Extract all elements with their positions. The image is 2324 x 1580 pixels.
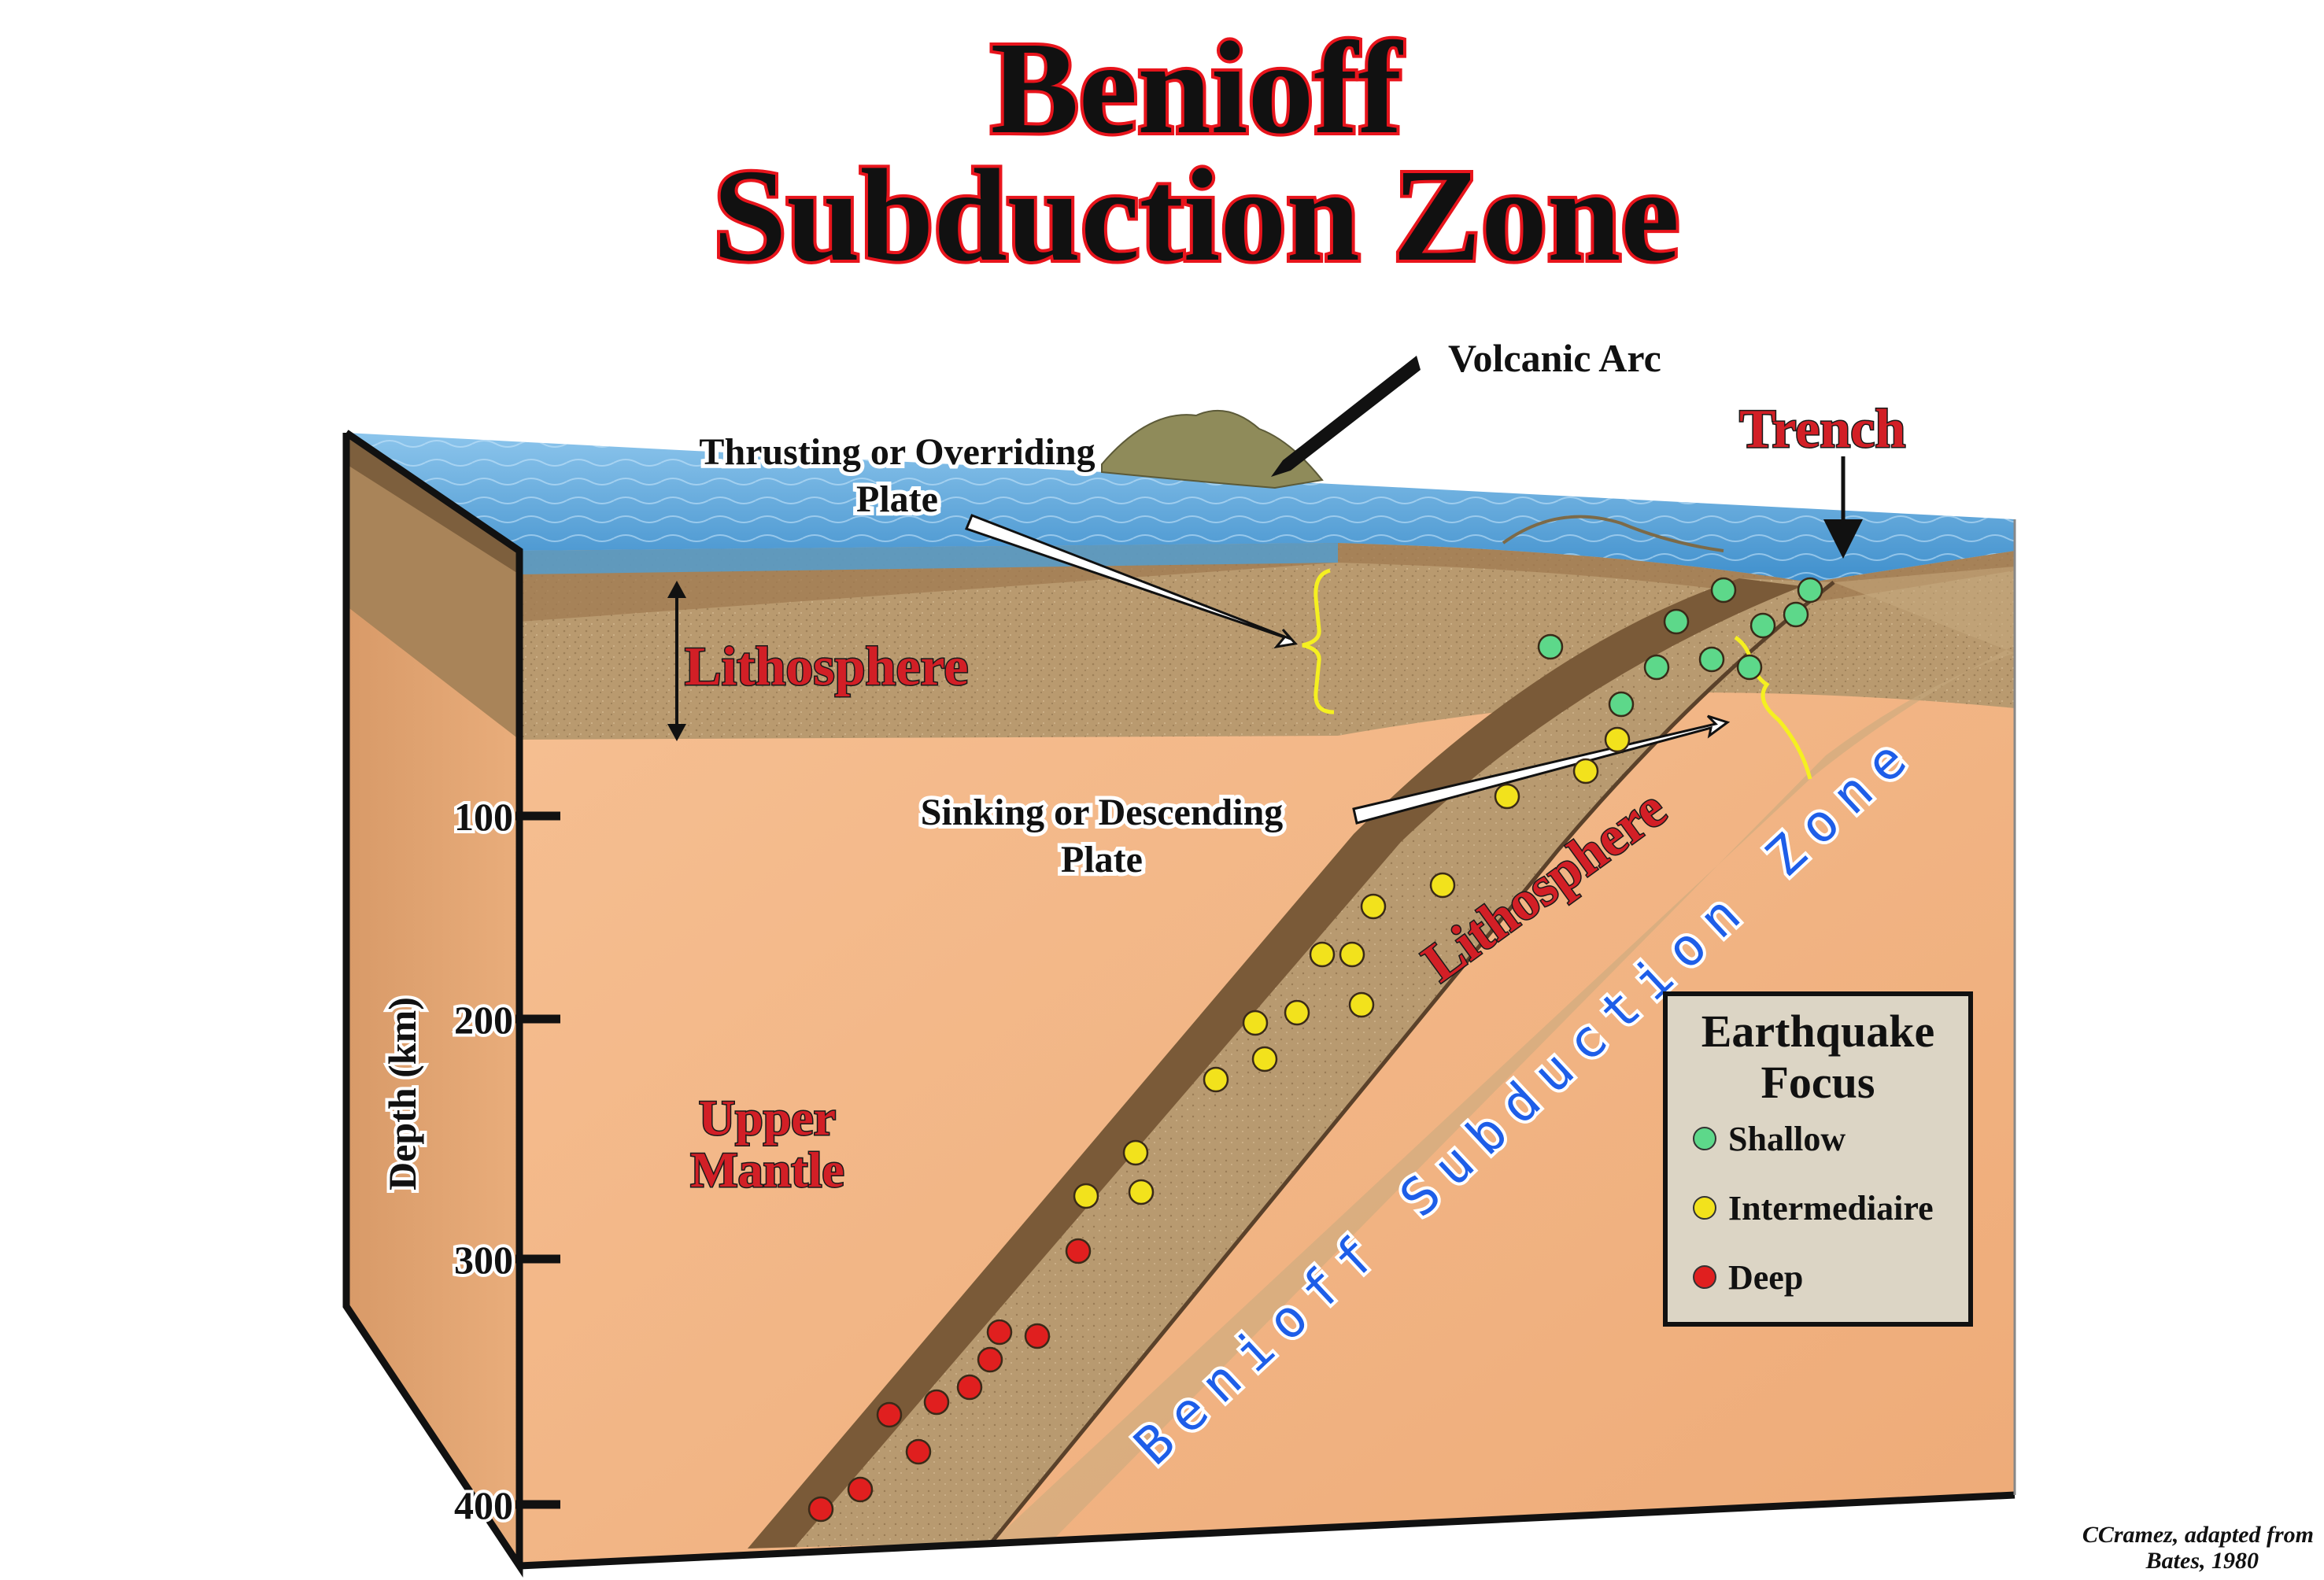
shallow-focus [1663,608,1690,635]
side-crust [346,433,519,574]
intermediate-focus [1128,1179,1155,1205]
intermediate-focus [1203,1066,1229,1093]
shallow-focus [1537,633,1564,660]
title-line2: Subduction Zone [713,142,1679,289]
ocean-waves [346,433,2015,582]
legend-title-line2: Focus [1761,1057,1875,1108]
overriding-plate-arrow [965,514,1298,649]
depth-axis: Depth (km) 100 200 300 400 [377,792,560,1530]
block-side-face [346,433,519,1566]
shallow-focus [1783,601,1809,628]
legend-dot [1693,1196,1716,1220]
intermediate-focus [1339,941,1365,968]
legend-box [1663,991,1973,1327]
deep-focus [876,1401,903,1428]
shallow-focus [1797,577,1823,604]
shallow-focus [1643,654,1670,681]
shallow-focus [1749,612,1776,639]
ocean-front [519,543,1338,574]
intermediate-focus [1251,1046,1278,1072]
deep-focus [847,1476,874,1503]
deep-focus [1024,1323,1051,1349]
earthquake-foci [807,577,1823,1523]
block-outline-bottom [519,1491,2015,1570]
trench-label: Trench [1739,399,1905,460]
intermediate-focus [1604,726,1631,753]
depth-tick-label: 300 [454,1238,513,1282]
overriding-plate-bracket [1302,568,1335,714]
intermediate-focus [1073,1183,1099,1209]
deep-focus [956,1374,983,1401]
lithosphere-thickness-arrow [667,581,686,741]
shallow-focus [1736,654,1763,681]
legend-item-label: Shallow [1728,1120,1846,1158]
forearc-ridge [1502,515,1724,552]
credit-line2: Bates, 1980 [2145,1548,2259,1574]
deep-focus [807,1496,834,1523]
deep-focus [905,1438,932,1465]
side-lithosphere [346,433,519,740]
credit-line1: CCramez, adapted from [2082,1522,2314,1548]
sinking-plate-arrow [1352,714,1731,825]
volcanic-arc-arrow [1271,356,1421,477]
depth-tick-label: 100 [454,795,513,839]
intermediate-focus [1429,872,1456,899]
shallow-focus [1608,691,1635,718]
intermediate-focus [1309,941,1336,968]
intermediate-focus [1348,991,1375,1018]
descending-lithosphere [748,578,1834,1549]
legend-dot [1693,1265,1716,1289]
intermediate-focus [1242,1010,1269,1036]
slab-crust [748,578,1802,1549]
intermediate-focus [1572,758,1599,784]
legend-item-label: Deep [1728,1258,1803,1297]
intermediate-focus [1494,783,1520,810]
lithosphere-upper-label: Lithosphere [685,637,968,697]
overriding-plate-label-line1: Thrusting or Overriding [699,431,1095,473]
depth-tick-label: 400 [454,1483,513,1527]
legend: Earthquake Focus ShallowIntermediaireDee… [1663,991,1973,1327]
shallow-focus [1698,646,1725,673]
depth-tick-label: 200 [454,998,513,1042]
deep-focus [977,1346,1003,1373]
deep-focus [1065,1238,1092,1264]
overriding-plate-label-line2: Plate [856,478,938,520]
shallow-focus [1710,577,1737,604]
intermediate-focus [1360,893,1387,920]
sinking-plate-label-line2: Plate [1061,839,1143,880]
volcano-icon [1101,409,1324,489]
upper-mantle-label-line1: Upper [699,1090,836,1146]
intermediate-focus [1284,999,1310,1026]
legend-dot [1693,1127,1716,1150]
deep-focus [986,1319,1013,1346]
intermediate-focus [1122,1139,1149,1166]
title-line1: Benioff [991,15,1404,161]
upper-mantle-label-line2: Mantle [690,1142,844,1198]
depth-axis-label: Depth (km) [380,997,424,1191]
deep-focus [923,1389,950,1416]
sinking-plate-label-line1: Sinking or Descending [921,792,1284,833]
block-diagram [342,409,2016,1578]
volcanic-arc-label: Volcanic Arc [1448,336,1661,380]
depth-ticks: 100 200 300 400 [451,792,560,1530]
legend-title-line1: Earthquake [1701,1006,1935,1057]
descending-plate-bracket [1734,635,1812,780]
legend-item-label: Intermediaire [1728,1189,1934,1227]
